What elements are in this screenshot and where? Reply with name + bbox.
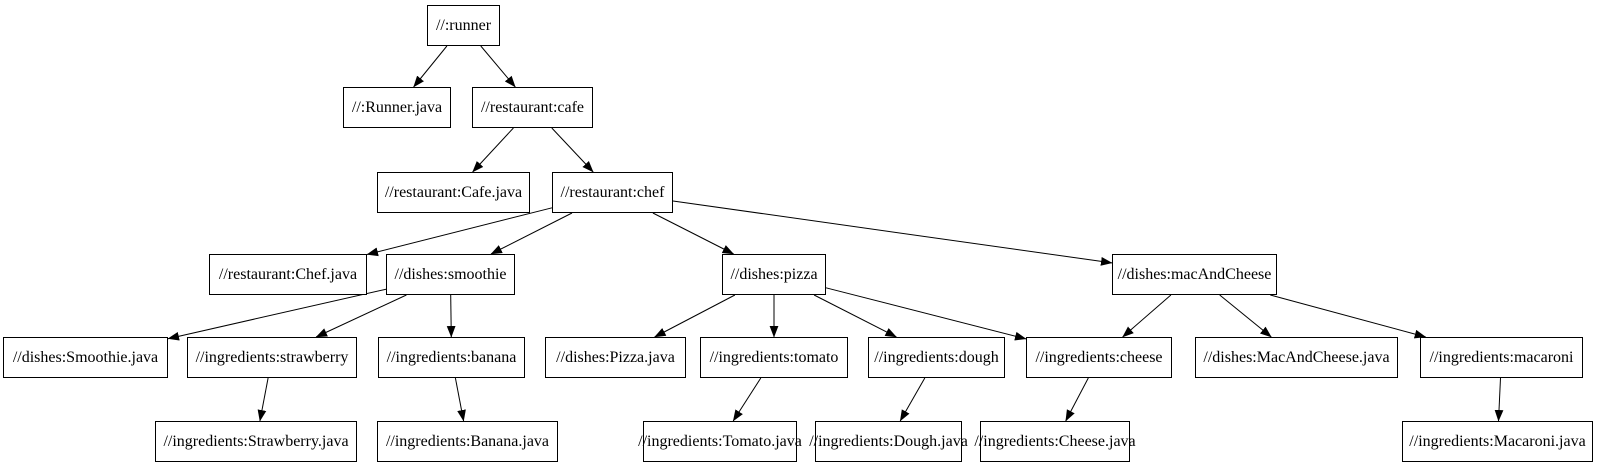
graph-edge-smoothie-to-smoothie-java (167, 288, 387, 341)
graph-node-runner-java: //:Runner.java (343, 87, 451, 128)
graph-edge-banana-to-banana-java (454, 377, 466, 422)
graph-node-smoothie-java: //dishes:Smoothie.java (3, 337, 168, 378)
graph-edge-pizza-to-cheese (825, 287, 1027, 341)
graph-node-dough: //ingredients:dough (868, 337, 1005, 378)
graph-edge-pizza-to-pizza-java (654, 294, 736, 338)
graph-node-runner: //:runner (427, 5, 500, 46)
graph-edge-macaroni-to-macaroni-java (1494, 377, 1504, 422)
graph-node-tomato: //ingredients:tomato (700, 337, 848, 378)
graph-node-mac-and-cheese-java: //dishes:MacAndCheese.java (1195, 337, 1398, 378)
graph-node-macaroni: //ingredients:macaroni (1420, 337, 1583, 378)
graph-edge-cheese-to-cheese-java (1065, 377, 1089, 422)
graph-node-pizza-java: //dishes:Pizza.java (545, 337, 686, 378)
graph-node-strawberry: //ingredients:strawberry (187, 337, 357, 378)
graph-node-banana: //ingredients:banana (378, 337, 525, 378)
graph-node-strawberry-java: //ingredients:Strawberry.java (155, 421, 357, 462)
graph-node-smoothie: //dishes:smoothie (386, 254, 515, 295)
graph-node-banana-java: //ingredients:Banana.java (377, 421, 558, 462)
graph-edge-cafe-to-chef (551, 127, 594, 173)
graph-edge-chef-to-smoothie (490, 212, 573, 255)
graph-node-macaroni-java: //ingredients:Macaroni.java (1402, 421, 1593, 462)
graph-edges (167, 45, 1504, 422)
graph-edge-mac-and-cheese-to-cheese (1122, 294, 1172, 338)
graph-node-dough-java: //ingredients:Dough.java (809, 421, 968, 462)
graph-edge-strawberry-to-strawberry-java (257, 377, 269, 422)
graph-node-chef: //restaurant:chef (552, 172, 673, 213)
graph-edge-chef-to-mac-and-cheese (672, 200, 1113, 266)
graph-node-mac-and-cheese: //dishes:macAndCheese (1112, 254, 1277, 295)
graph-edge-smoothie-to-banana (446, 294, 456, 338)
graph-edge-chef-to-chef-java (366, 207, 553, 257)
graph-node-cheese: //ingredients:cheese (1026, 337, 1172, 378)
graph-node-cafe-java: //restaurant:Cafe.java (377, 172, 530, 213)
graph-edge-dough-to-dough-java (899, 377, 926, 422)
graph-node-cheese-java: //ingredients:Cheese.java (974, 421, 1136, 462)
graph-node-chef-java: //restaurant:Chef.java (209, 254, 367, 295)
graph-edge-mac-and-cheese-to-mac-and-cheese-java (1219, 294, 1272, 338)
graph-node-cafe: //restaurant:cafe (472, 87, 593, 128)
graph-edge-chef-to-pizza (652, 212, 735, 255)
graph-edge-pizza-to-dough (813, 294, 897, 338)
graph-edge-smoothie-to-strawberry (315, 294, 407, 338)
graph-edge-runner-to-runner-java (413, 45, 448, 88)
graph-node-pizza: //dishes:pizza (722, 254, 826, 295)
graph-edge-tomato-to-tomato-java (732, 377, 762, 422)
graph-edge-mac-and-cheese-to-macaroni (1270, 294, 1427, 339)
graph-edge-cafe-to-cafe-java (472, 127, 514, 173)
graph-edge-runner-to-cafe (480, 45, 516, 88)
graph-node-tomato-java: //ingredients:Tomato.java (638, 421, 802, 462)
